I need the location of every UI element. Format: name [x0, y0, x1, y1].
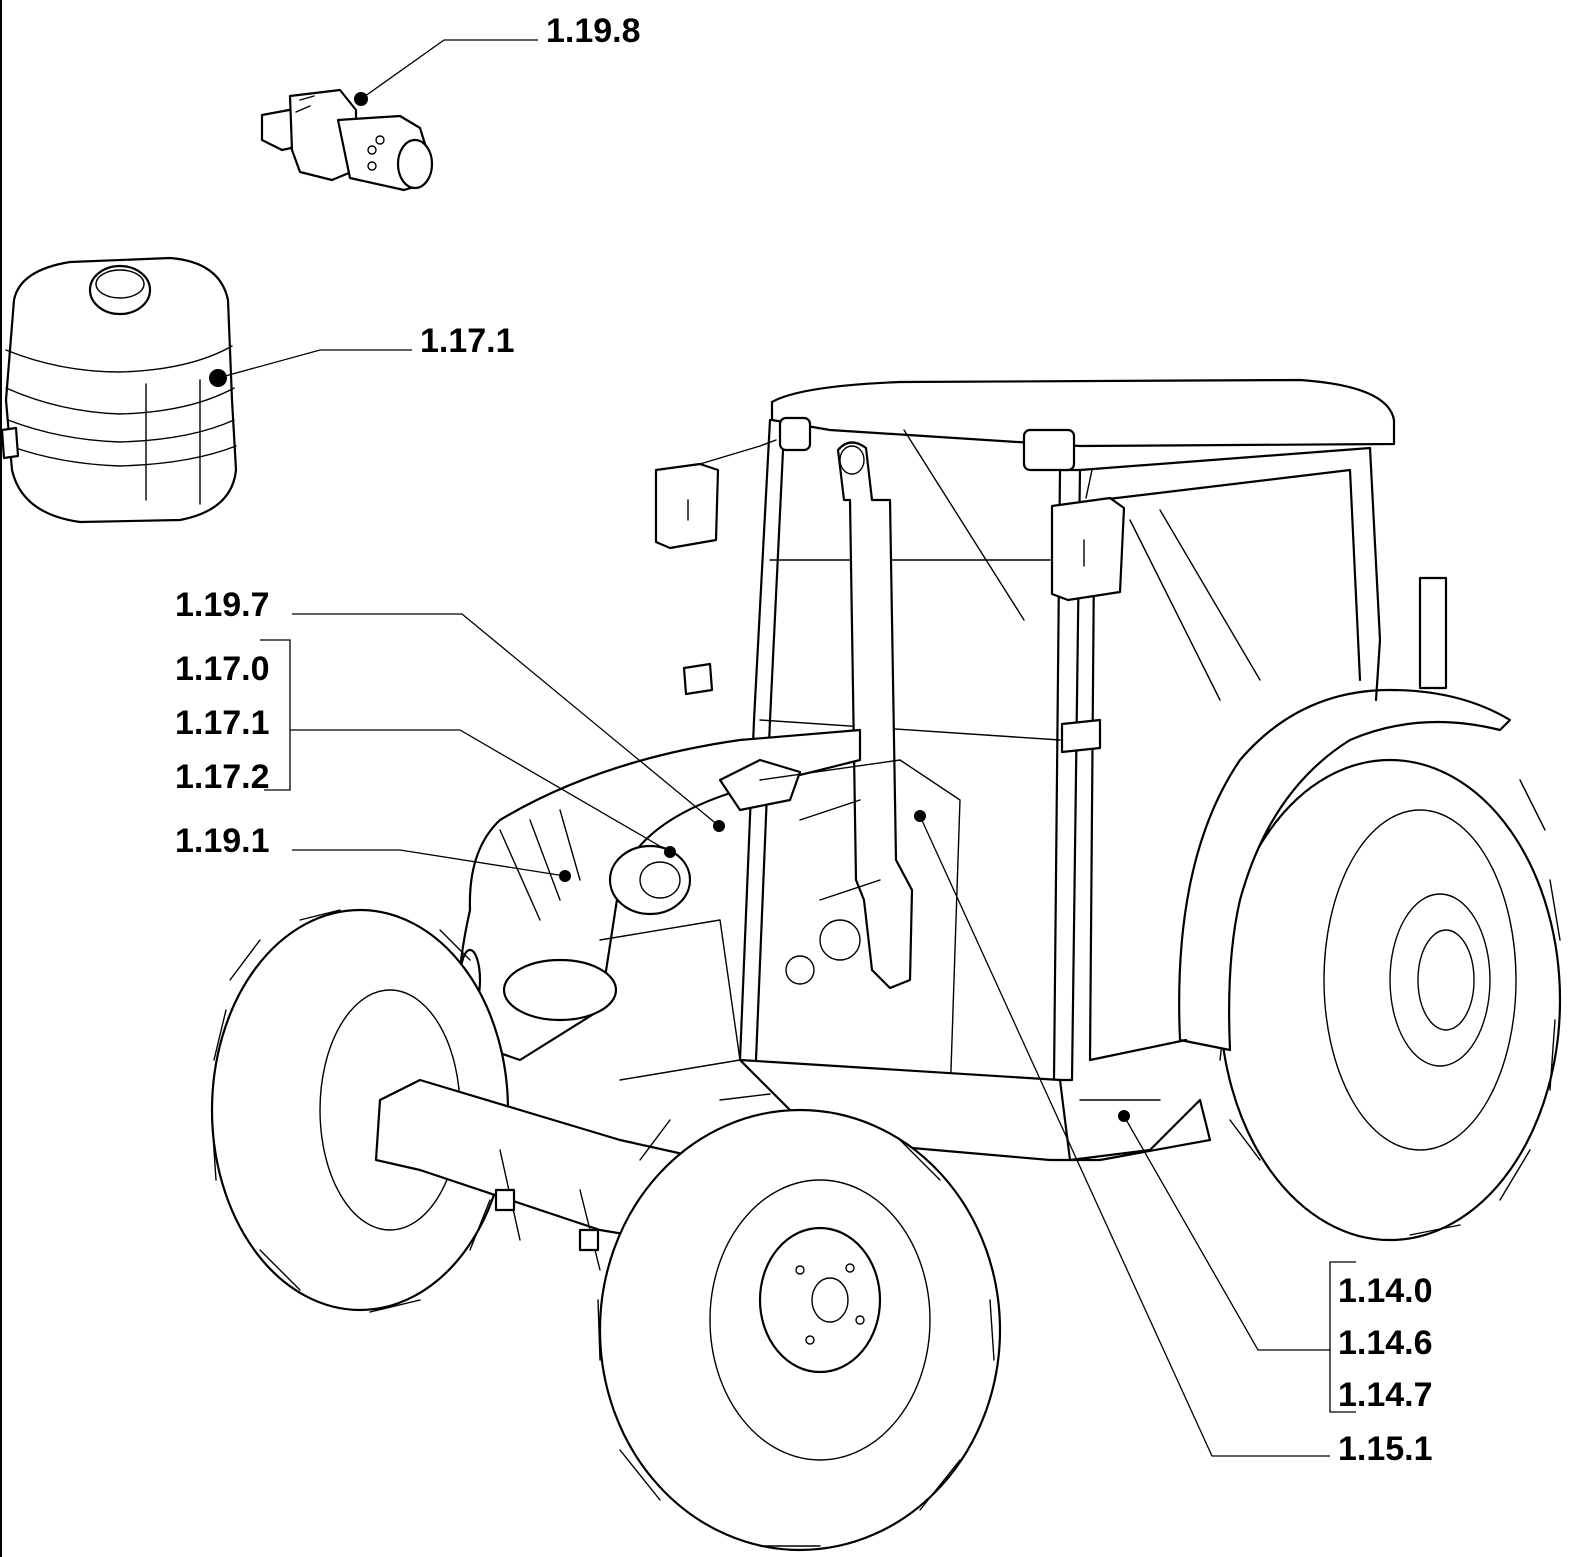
rear-wheel — [1218, 719, 1562, 1242]
exhaust-pipe — [836, 441, 914, 990]
callout-1-19-7: 1.19.7 — [175, 586, 270, 624]
bracket-right-group — [1329, 1261, 1356, 1413]
dot-1-19-1 — [559, 870, 571, 882]
callout-1-14-6: 1.14.6 — [1338, 1324, 1433, 1362]
dot-1-15-1 — [914, 810, 926, 822]
callout-1-17-0: 1.17.0 — [175, 650, 270, 688]
dot-1-14-group — [1118, 1110, 1130, 1122]
front-right-wheel — [597, 1093, 1002, 1552]
leader-1-19-7 — [292, 613, 720, 827]
right-mirror — [1050, 469, 1126, 602]
callout-1-14-0: 1.14.0 — [1338, 1272, 1433, 1310]
dot-1-19-7 — [713, 820, 725, 832]
work-light-right — [1022, 428, 1076, 472]
bracket-left-group — [260, 639, 291, 791]
left-mirror — [654, 439, 777, 550]
leader-1-17-1-top — [217, 349, 412, 379]
callout-1-17-1: 1.17.1 — [175, 704, 270, 742]
leader-1-15-1 — [919, 815, 1330, 1457]
expansion-tank-drawing — [0, 256, 238, 524]
callout-1-14-7: 1.14.7 — [1338, 1376, 1433, 1414]
tractor-drawing — [210, 378, 1562, 1552]
rear-fender — [1178, 688, 1512, 1052]
leader-1-17-group — [290, 729, 671, 853]
callout-1-15-1: 1.15.1 — [1338, 1430, 1433, 1468]
filler-cap — [718, 758, 802, 812]
temperature-sensor-drawing — [260, 88, 434, 192]
cab-badge — [1060, 718, 1102, 754]
leader-1-19-1 — [292, 849, 566, 877]
radiator-pulley — [608, 844, 692, 916]
cab-frame — [738, 418, 1382, 1082]
dot-1-17-group — [664, 846, 676, 858]
cab-roof — [770, 378, 1396, 448]
callout-1-17-1-tank: 1.17.1 — [420, 322, 515, 360]
leader-1-14-group — [1123, 1115, 1330, 1351]
callout-1-17-2: 1.17.2 — [175, 758, 270, 796]
front-grille-light — [502, 958, 618, 1022]
leader-1-19-8 — [360, 39, 538, 100]
work-light-left — [778, 416, 812, 452]
callout-1-19-1: 1.19.1 — [175, 822, 270, 860]
callout-1-19-8: 1.19.8 — [546, 12, 641, 50]
rear-exhaust-stack — [1418, 576, 1448, 690]
